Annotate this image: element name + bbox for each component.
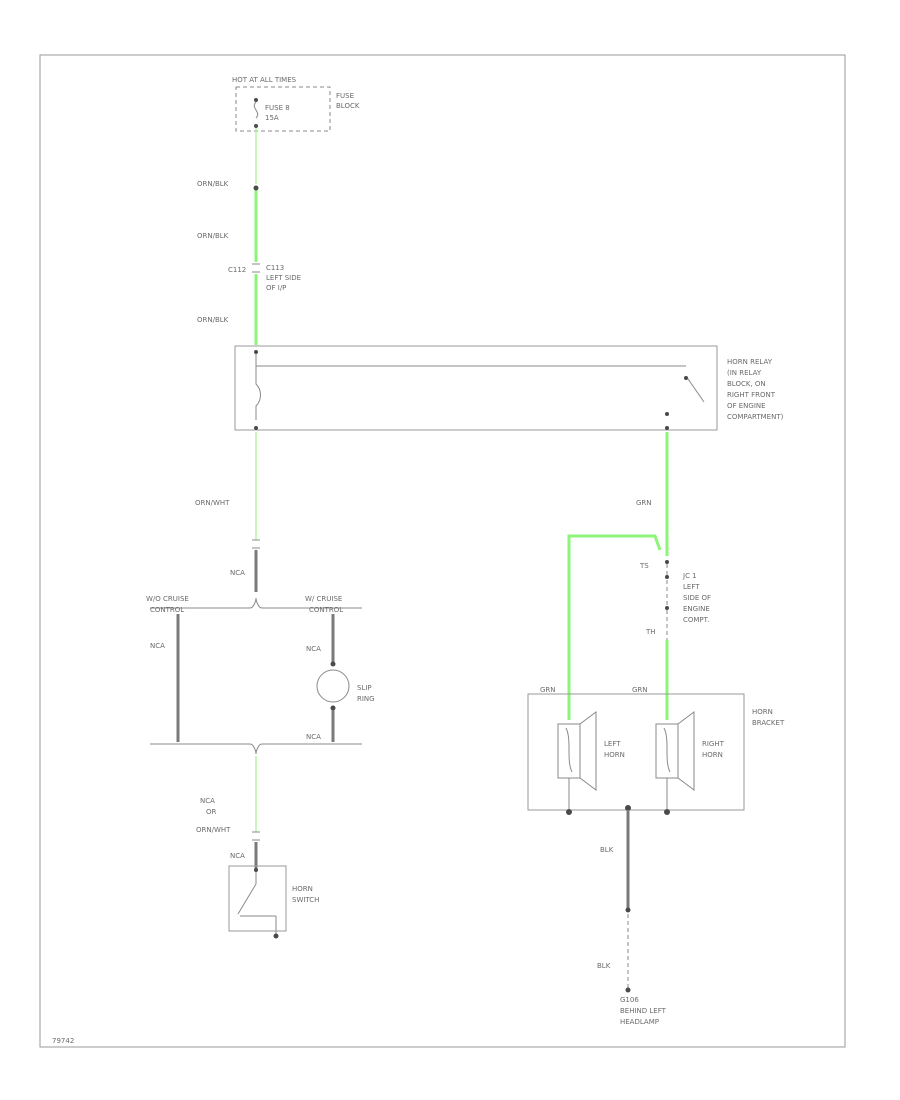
fuse-rating-2: 15A xyxy=(265,114,279,122)
right-horn-label-1: RIGHT xyxy=(702,740,725,748)
left-horn-bell xyxy=(579,711,597,791)
wire-grn-left-label: GRN xyxy=(540,686,556,694)
right-horn-bell xyxy=(677,711,695,791)
relay-contact-pivot xyxy=(684,376,688,380)
horn-relay-outline xyxy=(234,345,718,431)
horn-relay-label-1: HORN RELAY xyxy=(727,358,773,366)
wire-nca-or-label-3: ORN/WHT xyxy=(196,826,231,834)
connector-c112-desc-3: OF I/P xyxy=(266,284,286,292)
jc1-label-2: LEFT xyxy=(683,583,700,591)
wire-blk-label-2: BLK xyxy=(597,962,611,970)
left-horn-label-1: LEFT xyxy=(604,740,621,748)
relay-terminal-1 xyxy=(254,350,258,354)
fuse-block-label-1: FUSE xyxy=(336,92,354,100)
horn-bracket-label-2: BRACKET xyxy=(752,719,785,727)
horn-bracket-label-1: HORN xyxy=(752,708,773,716)
horn-relay-label-3: BLOCK, ON xyxy=(727,380,766,388)
ground-label-2: BEHIND LEFT xyxy=(620,1007,667,1015)
wire-nca-label-4: NCA xyxy=(306,733,321,741)
left-horn-ground-terminal xyxy=(566,809,572,815)
cruise-bracket-top xyxy=(150,597,362,609)
fuse-rating-1: FUSE 8 xyxy=(265,104,290,112)
relay-coil xyxy=(255,366,261,420)
horn-switch-label-1: HORN xyxy=(292,885,313,893)
wire-orn-blk-label-3: ORN/BLK xyxy=(197,316,229,324)
wire-nca-label-2: NCA xyxy=(150,642,165,650)
fuse-block-label-2: BLOCK xyxy=(336,102,360,110)
wire-orn-blk-label-2: ORN/BLK xyxy=(197,232,229,240)
slip-ring-top-terminal xyxy=(330,661,336,667)
wire-grn-label-1: GRN xyxy=(636,499,652,507)
slip-ring-label-2: RING xyxy=(357,695,375,703)
horn-switch-label-2: SWITCH xyxy=(292,896,319,904)
ground-point-g106 xyxy=(625,987,631,993)
no-cruise-label-2: CONTROL xyxy=(150,606,184,614)
wire-grn-right-label: GRN xyxy=(632,686,648,694)
fuse-bottom-terminal xyxy=(254,124,258,128)
horn-bracket-outline xyxy=(527,693,745,811)
with-cruise-label-2: CONTROL xyxy=(309,606,343,614)
slip-ring-bottom-terminal xyxy=(330,705,336,711)
wire-grn-left-branch xyxy=(567,534,662,720)
wire-nca-label-1: NCA xyxy=(230,569,245,577)
fuse-element xyxy=(253,101,259,119)
figure-id: 79742 xyxy=(52,1037,74,1045)
horn-relay-label-5: OF ENGINE xyxy=(727,402,766,410)
wire-nca-or-label-1: NCA xyxy=(200,797,215,805)
junction-connector-jc1: JC 1 LEFT SIDE OF ENGINE COMPT. xyxy=(665,560,711,640)
with-cruise-label-1: W/ CRUISE xyxy=(305,595,342,603)
right-horn: RIGHT HORN xyxy=(655,711,725,791)
horn-relay-label-2: (IN RELAY xyxy=(727,369,762,377)
horn-relay: HORN RELAY (IN RELAY BLOCK, ON RIGHT FRO… xyxy=(234,345,784,431)
horn-switch-outline xyxy=(228,865,287,932)
slip-ring-label-1: SLIP xyxy=(357,684,372,692)
bracket-ground-terminal xyxy=(625,805,631,811)
horn-relay-label-4: RIGHT FRONT xyxy=(727,391,776,399)
relay-contact xyxy=(685,375,705,403)
right-horn-label-2: HORN xyxy=(702,751,723,759)
relay-terminal-grn-out xyxy=(665,426,669,430)
horn-switch-contact xyxy=(237,883,257,915)
jc1-label-1: JC 1 xyxy=(682,572,697,580)
left-horn-label-2: HORN xyxy=(604,751,625,759)
wire-blk-label-1: BLK xyxy=(600,846,614,854)
splice-dot-1 xyxy=(253,185,259,191)
connector-nca xyxy=(252,539,260,549)
relay-contact-terminal xyxy=(665,412,669,416)
cruise-bracket-bottom xyxy=(150,743,362,755)
wire-nca-label-3: NCA xyxy=(306,645,321,653)
ground-label-3: HEADLAMP xyxy=(620,1018,659,1026)
fuse-block-outline xyxy=(235,86,331,132)
fuse-top-terminal xyxy=(254,98,258,102)
diagram-frame xyxy=(39,54,846,1048)
wire-orn-blk-label-1: ORN/BLK xyxy=(197,180,229,188)
relay-terminal-coil-out xyxy=(254,426,258,430)
slip-ring xyxy=(316,669,350,703)
ground-splice-dot xyxy=(625,907,631,913)
horn-switch-top-terminal xyxy=(254,868,258,872)
horn-switch-ground-terminal xyxy=(273,933,279,939)
jc1-top-label: TS xyxy=(639,562,649,570)
connector-c112: C112 C113 LEFT SIDE OF I/P xyxy=(228,263,301,292)
wire-nca-or-label-2: OR xyxy=(206,808,217,816)
horn-switch: HORN SWITCH xyxy=(228,865,319,939)
jc1-label-3: SIDE OF xyxy=(683,594,711,602)
fuse-block: HOT AT ALL TIMES FUSE 8 15A FUSE BLOCK xyxy=(232,76,360,132)
fuse-hot-label: HOT AT ALL TIMES xyxy=(232,76,297,84)
connector-c112-label: C112 xyxy=(228,266,246,274)
left-horn: LEFT HORN xyxy=(557,711,625,791)
ground-label-1: G106 xyxy=(620,996,639,1004)
no-cruise-label-1: W/O CRUISE xyxy=(146,595,189,603)
wire-nca-label-5: NCA xyxy=(230,852,245,860)
jc1-bottom-label: TH xyxy=(645,628,656,636)
horn-bracket: HORN BRACKET LEFT HORN RIGHT HORN xyxy=(527,693,785,815)
jc1-label-4: ENGINE xyxy=(683,605,710,613)
wire-orn-wht-label: ORN/WHT xyxy=(195,499,230,507)
right-horn-ground-terminal xyxy=(664,809,670,815)
connector-c112-desc-1: C113 xyxy=(266,264,284,272)
horn-relay-label-6: COMPARTMENT) xyxy=(727,413,784,421)
jc1-label-5: COMPT. xyxy=(683,616,709,624)
connector-c112-desc-2: LEFT SIDE xyxy=(266,274,301,282)
